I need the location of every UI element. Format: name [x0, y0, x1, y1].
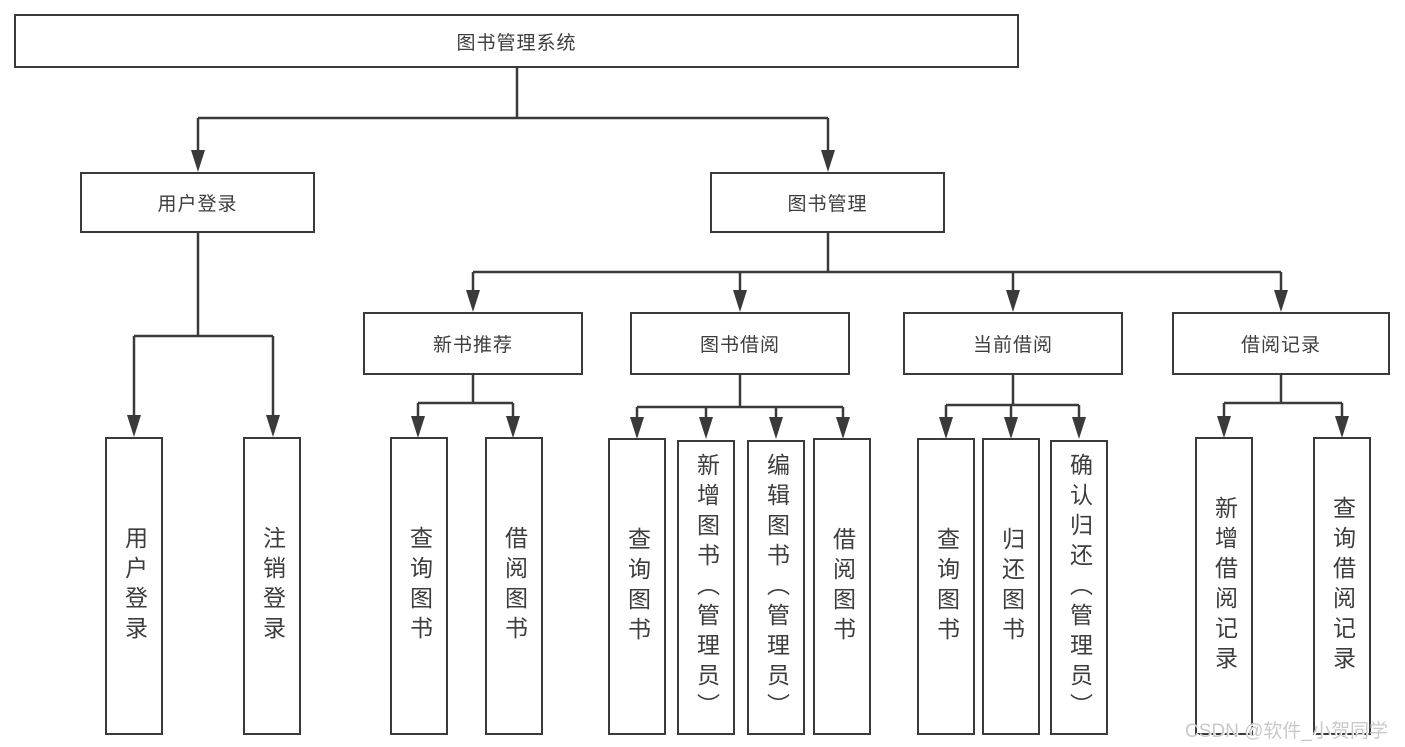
- node-current-borrow: 当前借阅: [903, 312, 1123, 375]
- leaf-add-books-admin: 新增图书（管理员）: [677, 440, 735, 735]
- csdn-watermark: CSDN @软件_小贺同学: [1185, 721, 1388, 742]
- node-book-management-label: 图书管理: [787, 194, 868, 215]
- node-root: 图书管理系统: [14, 14, 1019, 68]
- node-root-label: 图书管理系统: [456, 32, 577, 54]
- leaf-confirm-return-admin-label: 确认归还（管理员）: [1066, 452, 1093, 723]
- leaf-query-books-newbook-label: 查询图书: [406, 526, 433, 646]
- node-book-borrow-label: 图书借阅: [699, 335, 780, 356]
- leaf-add-borrow-record-label: 新增借阅记录: [1211, 496, 1238, 676]
- node-current-borrow-label: 当前借阅: [972, 335, 1053, 356]
- leaf-query-borrow-record: 查询借阅记录: [1313, 437, 1371, 735]
- leaf-add-borrow-record: 新增借阅记录: [1195, 437, 1253, 735]
- leaf-borrow-books-newbook: 借阅图书: [485, 437, 543, 735]
- node-book-management: 图书管理: [710, 172, 945, 233]
- leaf-borrow-books: 借阅图书: [813, 438, 871, 735]
- node-new-book-recommend-label: 新书推荐: [432, 335, 513, 356]
- leaf-query-books-newbook: 查询图书: [390, 437, 448, 735]
- leaf-query-books-borrow-label: 查询图书: [624, 526, 651, 647]
- arrowheads: [127, 150, 1349, 439]
- leaf-query-books-current-label: 查询图书: [933, 526, 960, 647]
- leaf-borrow-books-newbook-label: 借阅图书: [501, 526, 528, 646]
- leaf-query-books-current: 查询图书: [917, 438, 975, 735]
- node-user-login: 用户登录: [80, 172, 315, 233]
- leaf-confirm-return-admin: 确认归还（管理员）: [1050, 440, 1108, 735]
- node-borrow-records: 借阅记录: [1172, 312, 1390, 375]
- leaf-logout-login-label: 注销登录: [259, 526, 286, 646]
- leaf-query-borrow-record-label: 查询借阅记录: [1329, 496, 1356, 676]
- node-borrow-records-label: 借阅记录: [1240, 335, 1321, 356]
- leaf-edit-books-admin-label: 编辑图书（管理员）: [763, 452, 790, 723]
- node-new-book-recommend: 新书推荐: [363, 312, 583, 375]
- leaf-return-books-label: 归还图书: [998, 526, 1025, 647]
- leaf-add-books-admin-label: 新增图书（管理员）: [693, 452, 720, 723]
- node-user-login-label: 用户登录: [157, 194, 238, 215]
- leaf-borrow-books-label: 借阅图书: [829, 526, 856, 647]
- leaf-logout-login: 注销登录: [243, 437, 301, 735]
- leaf-user-login-label: 用户登录: [121, 526, 148, 646]
- leaf-return-books: 归还图书: [982, 438, 1040, 735]
- leaf-query-books-borrow: 查询图书: [608, 438, 666, 735]
- leaf-edit-books-admin: 编辑图书（管理员）: [747, 440, 805, 735]
- leaf-user-login: 用户登录: [105, 437, 163, 735]
- node-book-borrow: 图书借阅: [630, 312, 850, 375]
